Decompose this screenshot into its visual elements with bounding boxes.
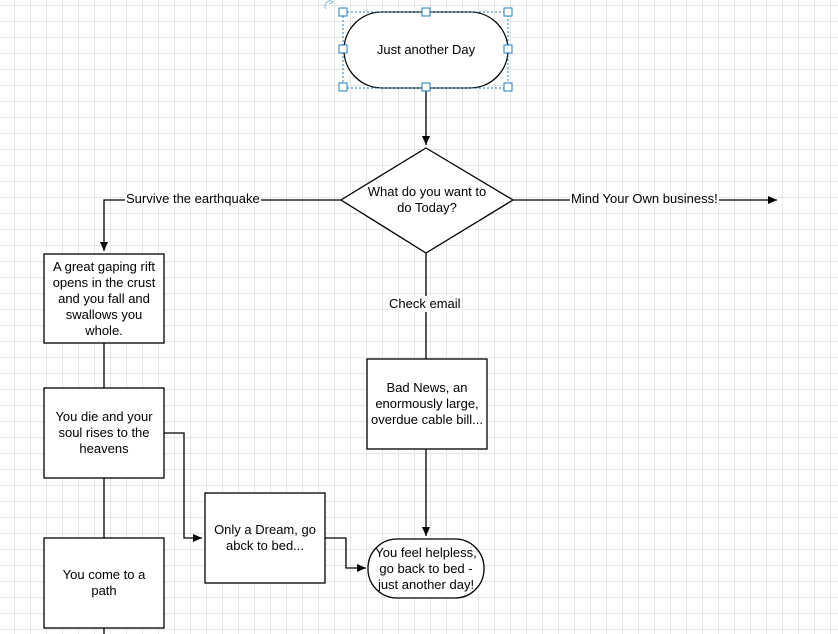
- resize-handle-e[interactable]: [503, 44, 513, 54]
- resize-handle-w[interactable]: [338, 44, 348, 54]
- node-bad-news[interactable]: [366, 358, 488, 450]
- resize-handle-se[interactable]: [503, 82, 513, 92]
- resize-handle-ne[interactable]: [503, 7, 513, 17]
- node-decision[interactable]: [339, 147, 515, 254]
- selection-frame[interactable]: [324, 0, 513, 92]
- edge-label-survive: Survive the earthquake: [125, 191, 261, 207]
- rotate-handle-icon[interactable]: [324, 0, 331, 10]
- resize-handle-s[interactable]: [421, 82, 431, 92]
- resize-handle-nw[interactable]: [338, 7, 348, 17]
- node-helpless[interactable]: [367, 538, 485, 599]
- edge-dream-to-helpless[interactable]: [325, 537, 366, 572]
- node-die[interactable]: [43, 387, 165, 479]
- node-start[interactable]: [343, 11, 509, 89]
- node-rift[interactable]: [43, 253, 165, 344]
- edge-die-to-dream[interactable]: [164, 432, 202, 542]
- node-path[interactable]: [43, 537, 165, 629]
- edge-label-mind: Mind Your Own business!: [570, 191, 719, 207]
- node-dream[interactable]: [204, 492, 326, 584]
- resize-handle-sw[interactable]: [338, 82, 348, 92]
- edge-survive[interactable]: [100, 199, 341, 251]
- resize-handle-n[interactable]: [421, 7, 431, 17]
- edge-label-email: Check email: [388, 296, 462, 312]
